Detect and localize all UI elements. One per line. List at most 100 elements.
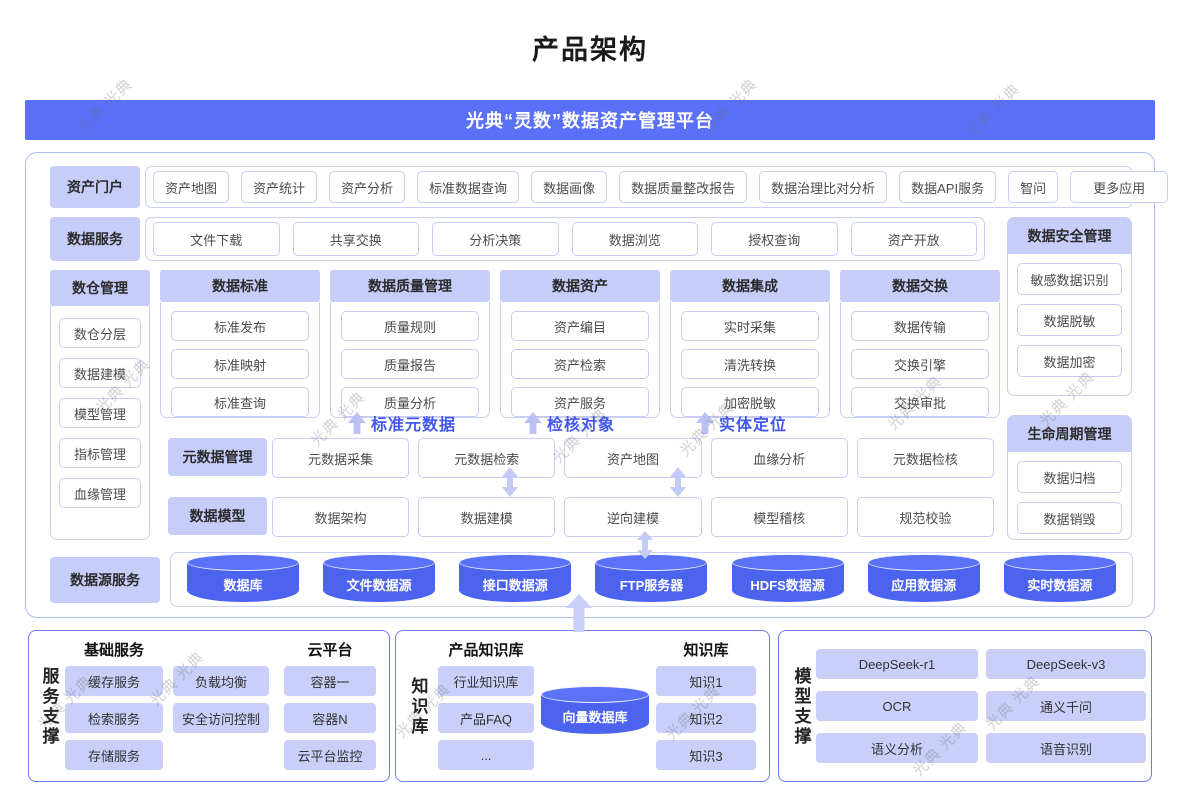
knowledge-panel: 知识库 产品知识库 知识库 行业知识库 产品FAQ ... 向量数据库 知识1 …	[395, 630, 770, 782]
group-item: 标准发布	[171, 311, 309, 341]
app-datasource-cylinder: 应用数据源	[867, 554, 980, 602]
group-data-integration: 数据集成 实时采集 清洗转换 加密脱敏	[670, 270, 830, 418]
group-data-quality: 数据质量管理 质量规则 质量报告 质量分析	[330, 270, 490, 418]
group-data-standard: 数据标准 标准发布 标准映射 标准查询	[160, 270, 320, 418]
model-item: DeepSeek-r1	[816, 649, 978, 679]
support-item: 检索服务	[65, 703, 163, 733]
knowledge-item: 知识3	[656, 740, 756, 770]
group-item: 资产服务	[511, 387, 649, 417]
service-item: 资产开放	[850, 222, 977, 256]
security-item: 数据加密	[1017, 345, 1122, 377]
flow-label-check-object: 检核对象	[524, 411, 615, 435]
service-support-panel: 服务支撑 基础服务 云平台 缓存服务 检索服务 存储服务 负载均衡 安全访问控制…	[28, 630, 390, 782]
cylinder-label: 数据库	[223, 578, 263, 593]
vector-db-cylinder: 向量数据库	[541, 686, 649, 734]
group-item: 资产编目	[511, 311, 649, 341]
group-item: 质量分析	[341, 387, 479, 417]
group-item: 清洗转换	[681, 349, 819, 379]
group-title: 数据集成	[670, 270, 830, 302]
datasource-label: 数据源服务	[50, 557, 160, 603]
cylinder-label: FTP服务器	[619, 578, 684, 593]
group-item: 实时采集	[681, 311, 819, 341]
double-arrow-icon	[670, 467, 686, 497]
api-datasource-cylinder: 接口数据源	[459, 554, 572, 602]
flow-label-entity-location: 实体定位	[696, 411, 787, 435]
metadata-item: 元数据检索	[418, 438, 556, 478]
group-title: 数据交换	[840, 270, 1000, 302]
portal-item: 数据画像	[531, 171, 608, 203]
knowledge-panel-label: 知识库	[408, 677, 428, 737]
model-item: 通义千问	[986, 691, 1146, 721]
data-model-items: 数据架构 数据建模 逆向建模 模型稽核 规范校验	[272, 497, 995, 537]
group-title: 数据标准	[160, 270, 320, 302]
model-support-panel: 模型支撑 DeepSeek-r1 DeepSeek-v3 OCR 通义千问 语义…	[778, 630, 1152, 782]
up-arrow-icon	[524, 412, 542, 434]
portal-item: 更多应用	[1070, 171, 1169, 203]
group-item: 标准查询	[171, 387, 309, 417]
kb-header: 知识库	[683, 642, 729, 659]
cylinder-label: 应用数据源	[891, 578, 957, 593]
data-model-item: 模型稽核	[710, 497, 848, 537]
group-item: 数据传输	[851, 311, 989, 341]
group-data-asset: 数据资产 资产编目 资产检索 资产服务	[500, 270, 660, 418]
datasource-items: 数据库 文件数据源 接口数据源 FTP服务器 HDFS数据源 应用数据源 实时数…	[170, 552, 1133, 607]
cylinder-label: HDFS数据源	[750, 578, 825, 593]
model-item: DeepSeek-v3	[986, 649, 1146, 679]
knowledge-item: ...	[438, 740, 534, 770]
knowledge-item: 产品FAQ	[438, 703, 534, 733]
support-item: 负载均衡	[173, 666, 269, 696]
flow-label-text: 实体定位	[719, 417, 788, 434]
group-body: 实时采集 清洗转换 加密脱敏	[670, 302, 830, 418]
portal-item: 数据API服务	[899, 171, 997, 203]
group-item: 标准映射	[171, 349, 309, 379]
group-title: 数据质量管理	[330, 270, 490, 302]
lifecycle-panel: 生命周期管理 数据归档 数据销毁	[1007, 415, 1132, 540]
page-title: 产品架构	[532, 35, 648, 65]
up-arrow-icon	[348, 412, 366, 434]
metadata-item: 血缘分析	[710, 438, 848, 478]
portal-item: 资产地图	[153, 171, 230, 203]
warehouse-body: 数仓分层 数据建模 模型管理 指标管理 血缘管理	[50, 306, 150, 540]
portal-item: 标准数据查询	[417, 171, 520, 203]
warehouse-item: 模型管理	[59, 398, 141, 428]
support-item: 云平台监控	[284, 740, 376, 770]
portal-item: 数据治理比对分析	[759, 171, 888, 203]
double-arrow-icon	[502, 467, 518, 497]
hdfs-datasource-cylinder: HDFS数据源	[731, 554, 844, 602]
portal-item: 资产分析	[329, 171, 406, 203]
portal-item: 资产统计	[241, 171, 318, 203]
group-item: 交换审批	[851, 387, 989, 417]
lifecycle-item: 数据销毁	[1017, 502, 1122, 534]
portal-item: 数据质量整改报告	[619, 171, 748, 203]
knowledge-item: 知识1	[656, 666, 756, 696]
support-item: 缓存服务	[65, 666, 163, 696]
data-security-panel: 数据安全管理 敏感数据识别 数据脱敏 数据加密	[1007, 217, 1132, 396]
knowledge-item: 知识2	[656, 703, 756, 733]
lifecycle-title: 生命周期管理	[1008, 416, 1131, 452]
knowledge-to-datasource-arrow-icon	[566, 594, 592, 632]
metadata-items: 元数据采集 元数据检索 资产地图 血缘分析 元数据检核	[272, 438, 995, 478]
cylinder-label: 实时数据源	[1027, 578, 1093, 593]
cylinder-label: 文件数据源	[346, 578, 412, 593]
metadata-item: 元数据检核	[856, 438, 995, 478]
portal-item: 智问	[1008, 171, 1059, 203]
support-item: 容器N	[284, 703, 376, 733]
knowledge-item: 行业知识库	[438, 666, 534, 696]
support-item: 存储服务	[65, 740, 163, 770]
group-data-exchange: 数据交换 数据传输 交换引擎 交换审批	[840, 270, 1000, 418]
realtime-datasource-cylinder: 实时数据源	[1003, 554, 1116, 602]
cloud-platform-header: 云平台	[307, 642, 353, 659]
file-datasource-cylinder: 文件数据源	[323, 554, 436, 602]
model-item: 语音识别	[986, 733, 1146, 763]
platform-banner-title: 光典“灵数”数据资产管理平台	[466, 111, 714, 131]
warehouse-item: 血缘管理	[59, 478, 141, 508]
data-security-title: 数据安全管理	[1008, 218, 1131, 254]
flow-label-standard-metadata: 标准元数据	[348, 411, 456, 435]
warehouse-item: 指标管理	[59, 438, 141, 468]
metadata-label: 元数据管理	[168, 438, 267, 476]
group-item: 质量报告	[341, 349, 479, 379]
model-support-label: 模型支撑	[791, 667, 811, 747]
security-item: 数据脱敏	[1017, 304, 1122, 336]
group-item: 加密脱敏	[681, 387, 819, 417]
product-kb-header: 产品知识库	[448, 642, 524, 659]
